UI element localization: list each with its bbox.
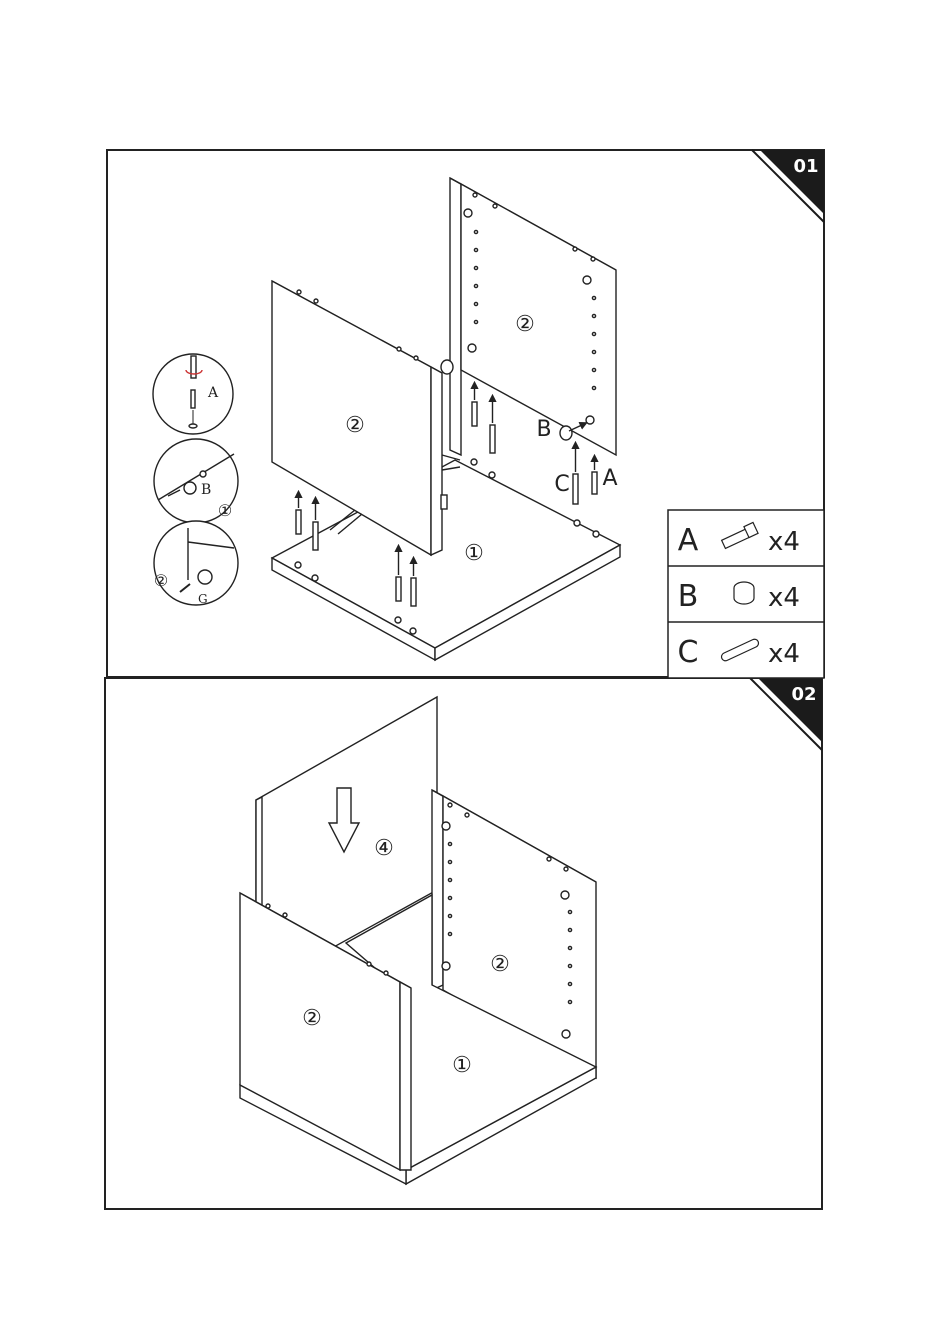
panel-label-1: ① xyxy=(464,541,484,566)
part-qty: x4 xyxy=(768,527,800,557)
callout-c: C xyxy=(554,472,569,497)
part-qty: x4 xyxy=(768,583,800,613)
panel-label-2-right: ② xyxy=(515,312,535,337)
step-number: 02 xyxy=(791,684,816,705)
part-qty: x4 xyxy=(768,639,800,669)
inset-label-a: A xyxy=(207,385,219,401)
inset-label-b: B xyxy=(201,482,211,498)
parts-legend: A x4 B x4 C x4 xyxy=(668,510,824,678)
detail-insets: A B ① ② G xyxy=(153,354,238,606)
inset-label-1: ① xyxy=(218,501,232,520)
part-letter: B xyxy=(678,579,699,614)
step-01-drawing: ① ② ② A B C A B ① xyxy=(153,178,620,660)
cam-lock-icon xyxy=(734,582,754,604)
callout-a: A xyxy=(602,466,617,491)
part-letter: C xyxy=(678,635,699,670)
step-number: 01 xyxy=(793,156,818,177)
panel-label-2-left: ② xyxy=(345,413,365,438)
inset-label-2: ② xyxy=(154,571,168,590)
step-02-drawing: ④ ② ② ① xyxy=(240,697,596,1184)
panel-label-2-right: ② xyxy=(490,952,510,977)
inset-label-g: G xyxy=(198,592,208,606)
callout-b: B xyxy=(536,417,551,442)
panel-label-1: ① xyxy=(452,1053,472,1078)
panel-label-2-left: ② xyxy=(302,1006,322,1031)
part-letter: A xyxy=(678,523,699,558)
panel-label-4: ④ xyxy=(374,836,394,861)
